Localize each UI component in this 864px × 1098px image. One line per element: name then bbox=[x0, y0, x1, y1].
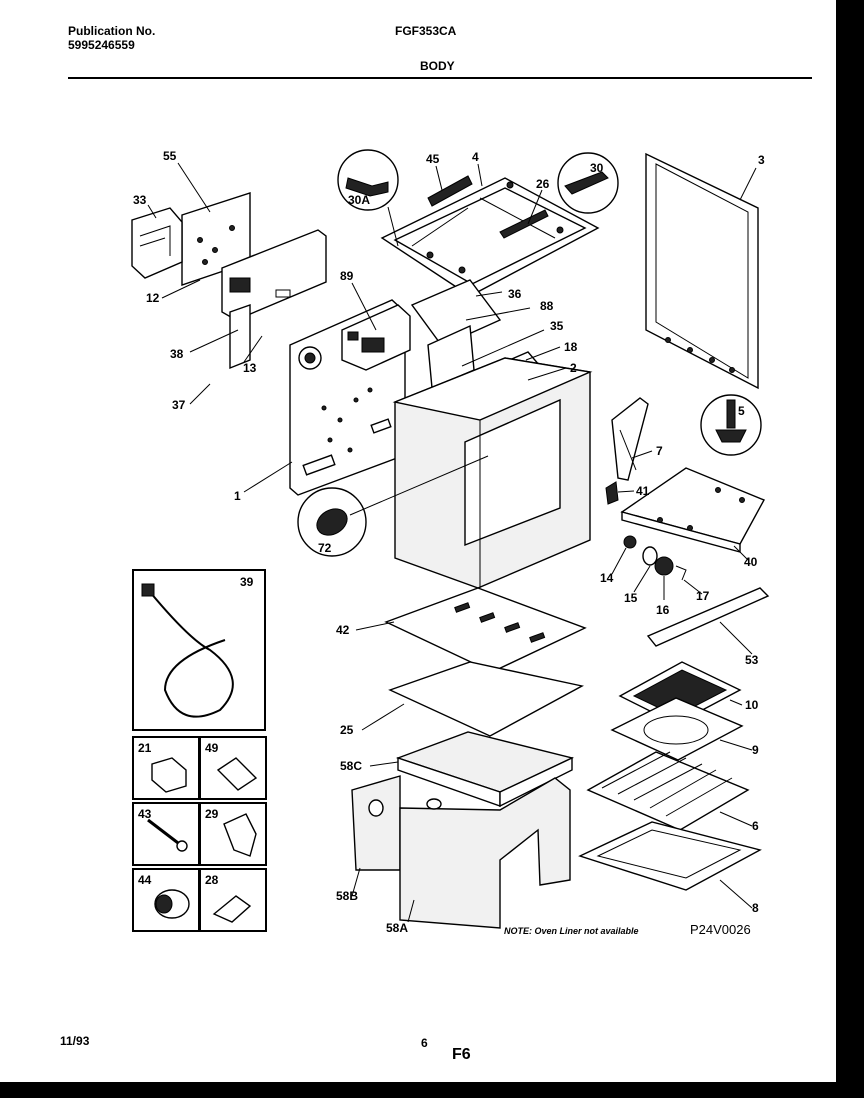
part-label-89: 89 bbox=[340, 269, 354, 283]
part-label-28: 28 bbox=[205, 873, 219, 887]
part-14 bbox=[623, 535, 637, 549]
burner-40 bbox=[620, 467, 765, 553]
part-15 bbox=[642, 546, 658, 566]
side-panel-3 bbox=[645, 152, 759, 390]
part-label-2: 2 bbox=[570, 361, 577, 375]
element-7 bbox=[611, 397, 649, 481]
accessory-box-43 bbox=[132, 802, 200, 866]
drawing-code: P24V0026 bbox=[690, 922, 751, 937]
part-label-88: 88 bbox=[540, 299, 554, 313]
bottom-panel-42 bbox=[384, 587, 587, 673]
part-label-55: 55 bbox=[163, 149, 177, 163]
strip-26 bbox=[499, 209, 549, 239]
rear-wall bbox=[221, 229, 327, 370]
part-label-33: 33 bbox=[133, 193, 147, 207]
rail-53 bbox=[646, 587, 770, 647]
oven-rack-6 bbox=[586, 751, 750, 831]
part-label-37: 37 bbox=[172, 398, 186, 412]
top-frame-4 bbox=[380, 177, 600, 297]
leader-lines bbox=[147, 162, 757, 923]
detail-circle-5 bbox=[700, 394, 762, 456]
part-label-72: 72 bbox=[318, 541, 332, 555]
part-label-44: 44 bbox=[138, 873, 152, 887]
footer-figure: F6 bbox=[452, 1046, 471, 1063]
part-label-40: 40 bbox=[744, 555, 758, 569]
header-rule bbox=[68, 77, 812, 79]
oven-liner-note: NOTE: Oven Liner not available bbox=[504, 926, 639, 936]
part-label-53: 53 bbox=[745, 653, 759, 667]
detail-circle-30a bbox=[337, 149, 399, 211]
part-label-43: 43 bbox=[138, 807, 152, 821]
scan-border-right bbox=[836, 0, 864, 1098]
part-label-25: 25 bbox=[340, 723, 354, 737]
accessory-box-29 bbox=[199, 802, 267, 866]
part-label-36: 36 bbox=[508, 287, 522, 301]
part-label-12: 12 bbox=[146, 291, 160, 305]
part-label-58c: 58C bbox=[340, 759, 362, 773]
part-label-38: 38 bbox=[170, 347, 184, 361]
part-label-58b: 58B bbox=[336, 889, 358, 903]
detail-circle-72 bbox=[297, 487, 367, 557]
power-cord-box-39 bbox=[132, 569, 266, 731]
footer-date: 11/93 bbox=[60, 1034, 90, 1048]
part-label-10: 10 bbox=[745, 698, 759, 712]
footer-page: 6 bbox=[421, 1036, 428, 1050]
part-label-26: 26 bbox=[536, 177, 550, 191]
part-label-21: 21 bbox=[138, 741, 152, 755]
publication-number: 5995246559 bbox=[68, 38, 135, 52]
part-label-58a: 58A bbox=[386, 921, 408, 935]
accessory-box-28 bbox=[199, 868, 267, 932]
part-label-1: 1 bbox=[234, 489, 241, 503]
terminal-block-33 bbox=[131, 207, 183, 279]
part-label-41: 41 bbox=[636, 484, 650, 498]
part-label-14: 14 bbox=[600, 571, 614, 585]
part-label-3: 3 bbox=[758, 153, 765, 167]
part-label-5: 5 bbox=[738, 404, 745, 418]
scan-border-bottom bbox=[0, 1082, 864, 1098]
oven-tray-8 bbox=[578, 821, 762, 891]
part-label-45: 45 bbox=[426, 152, 440, 166]
bottom-panel-25 bbox=[388, 661, 584, 737]
accessory-box-21 bbox=[132, 736, 200, 800]
strip-45 bbox=[427, 175, 473, 207]
part-label-42: 42 bbox=[336, 623, 350, 637]
part-label-30a: 30A bbox=[348, 193, 370, 207]
model-number: FGF353CA bbox=[395, 24, 457, 38]
oven-body bbox=[392, 357, 593, 589]
part-label-8: 8 bbox=[752, 901, 759, 915]
part-label-30: 30 bbox=[590, 161, 604, 175]
insulation-58a bbox=[399, 777, 571, 929]
bracket-89 bbox=[341, 304, 411, 371]
part-label-39: 39 bbox=[240, 575, 254, 589]
insulation-58c bbox=[395, 731, 575, 808]
detail-circle-30 bbox=[557, 152, 619, 214]
part-label-7: 7 bbox=[656, 444, 663, 458]
part-label-9: 9 bbox=[752, 743, 759, 757]
part-label-35: 35 bbox=[550, 319, 564, 333]
accessory-box-49 bbox=[199, 736, 267, 800]
section-title: BODY bbox=[420, 59, 455, 73]
part-label-29: 29 bbox=[205, 807, 219, 821]
part-16 bbox=[654, 556, 674, 576]
part-label-13: 13 bbox=[243, 361, 257, 375]
part-label-16: 16 bbox=[656, 603, 670, 617]
part-17 bbox=[675, 565, 687, 581]
broil-pan-9 bbox=[610, 697, 744, 761]
publication-label: Publication No. bbox=[68, 24, 156, 38]
part-label-49: 49 bbox=[205, 741, 219, 755]
part-label-4: 4 bbox=[472, 150, 479, 164]
part-label-18: 18 bbox=[564, 340, 578, 354]
insulation-58b bbox=[351, 775, 401, 871]
part-label-17: 17 bbox=[696, 589, 710, 603]
part-label-6: 6 bbox=[752, 819, 759, 833]
part-label-15: 15 bbox=[624, 591, 638, 605]
clip-41 bbox=[605, 481, 619, 505]
